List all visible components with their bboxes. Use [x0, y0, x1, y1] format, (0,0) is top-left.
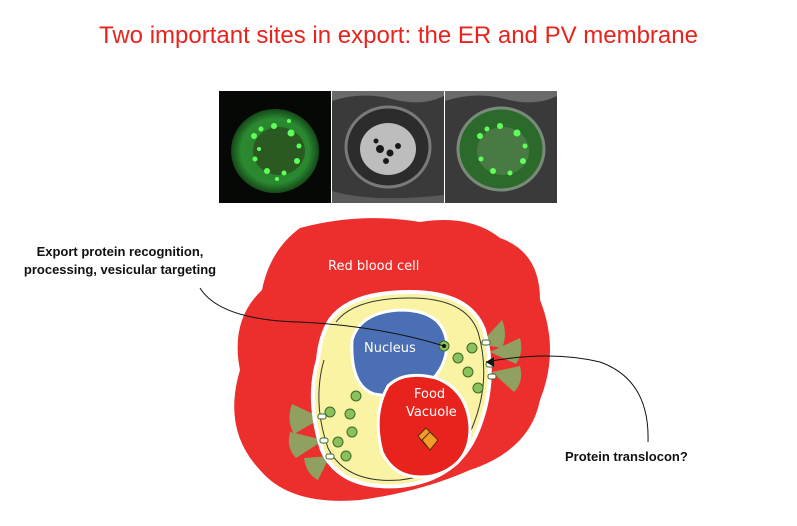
- food-vacuole: [376, 373, 472, 479]
- fluorescence-panel: [219, 91, 331, 203]
- food-vacuole-label: Food Vacuole: [406, 387, 457, 420]
- merge-panel: [445, 91, 557, 203]
- translocon-callout: Protein translocon?: [565, 449, 688, 464]
- hemozoin-crystal: [417, 427, 439, 451]
- export-recognition-callout: Export protein recognition, processing, …: [23, 244, 217, 277]
- nucleus: [350, 308, 449, 397]
- nucleus-label: Nucleus: [364, 341, 416, 356]
- rbc-label: Red blood cell: [328, 259, 419, 274]
- brightfield-panel: [332, 91, 444, 203]
- export-pointer-line: [199, 287, 445, 347]
- slide-title: Two important sites in export: the ER an…: [99, 22, 698, 49]
- vesicles: [324, 340, 484, 462]
- translocon-pointer-line: [485, 355, 649, 443]
